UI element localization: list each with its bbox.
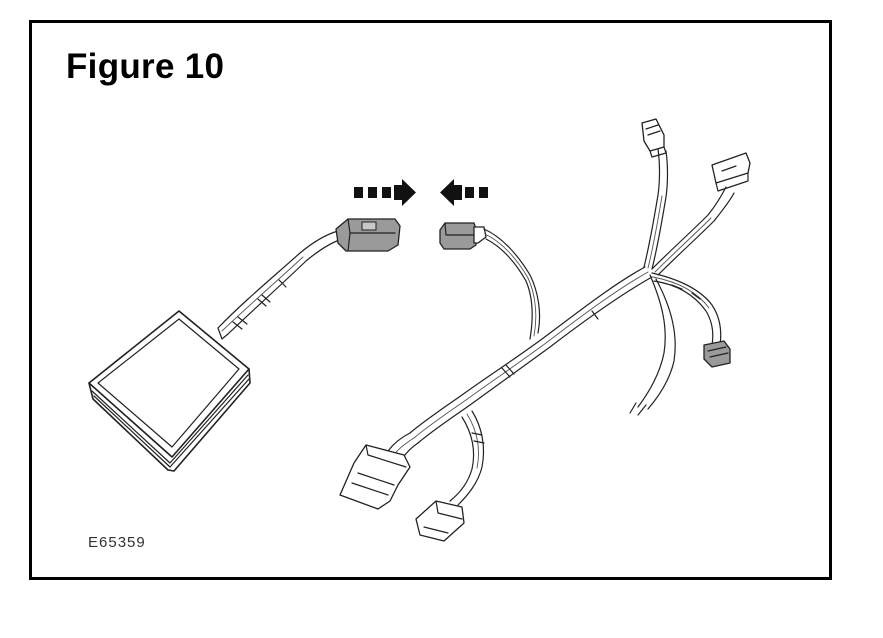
- wiring-harness: [339, 118, 751, 542]
- harness-connector: [439, 222, 487, 250]
- control-module: [88, 310, 251, 472]
- harness-illustration: .ln { fill: none; stroke: #222222; strok…: [88, 118, 751, 542]
- module-cable: [217, 230, 343, 340]
- disconnect-arrow-left: [440, 179, 488, 206]
- figure-frame: Figure 10 .ln { fill: none; stroke: #222…: [29, 20, 832, 580]
- image-reference: E65359: [88, 534, 146, 551]
- module-connector: [335, 218, 401, 252]
- figure-title: Figure 10: [66, 47, 225, 86]
- disconnect-arrow-right: [354, 179, 416, 206]
